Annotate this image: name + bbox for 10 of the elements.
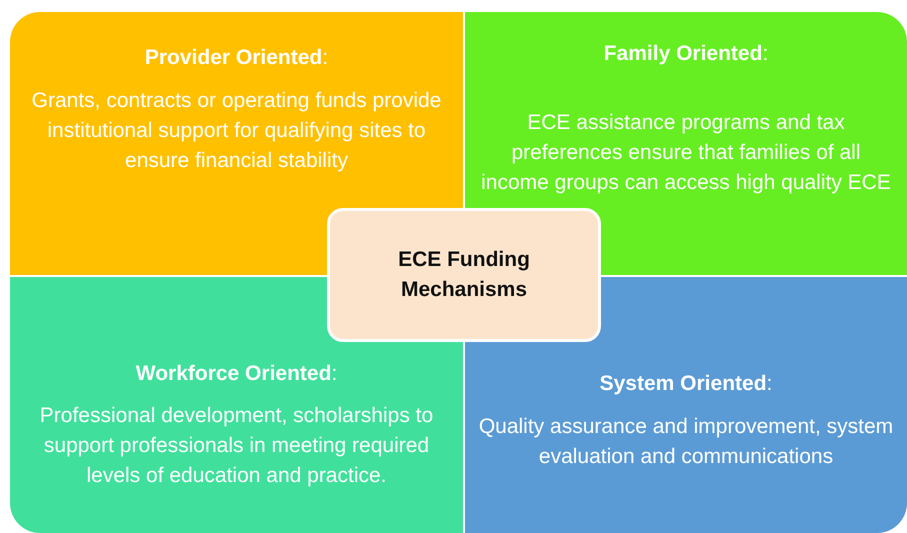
panel-heading: System Oriented: [598, 371, 774, 397]
panel-heading: Workforce Oriented: [134, 361, 338, 387]
center-box [327, 208, 601, 342]
panel-description: Professional development, scholarships to support professionals in meeting required levels of education and practice. [38, 403, 434, 489]
panel-heading: Provider Oriented: [144, 45, 330, 71]
panel-description: Quality assurance and improvement, system evaluation and communications [478, 414, 894, 470]
panel-description: ECE assistance programs and tax preferences ensure that families of all income groups can access high quality ECE [480, 110, 892, 196]
panel-description: Grants, contracts or operating funds provide institutional support for qualifying sites to ensure financial stability [30, 88, 442, 174]
panel-heading: Family Oriented: [602, 41, 770, 67]
center-title: ECE Funding Mechanisms [397, 247, 531, 303]
